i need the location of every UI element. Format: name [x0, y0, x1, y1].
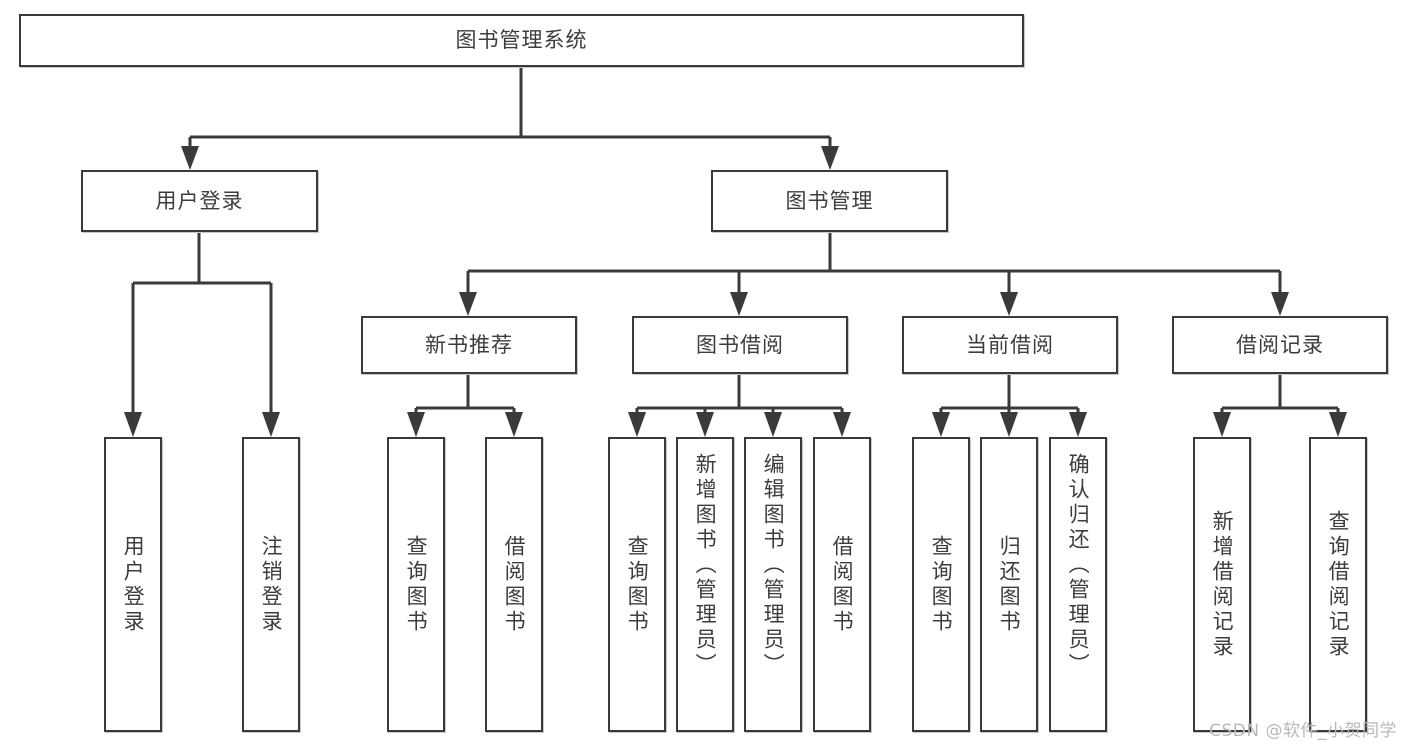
- node-user-login[interactable]: 用户登录: [81, 170, 318, 232]
- leaf-add-borrow-record[interactable]: 新增借阅记录: [1193, 437, 1251, 732]
- arrowhead-current-borrow: [1000, 292, 1018, 316]
- arrowhead-bb-leaf-2: [696, 412, 714, 437]
- node-label: 查询图书: [404, 534, 429, 635]
- leaf-logout[interactable]: 注销登录: [242, 437, 300, 732]
- arrowhead-leaf-logout: [262, 412, 280, 437]
- arrowhead-new-book: [459, 292, 477, 316]
- arrowhead-nb-leaf-2: [505, 412, 523, 437]
- leaf-confirm-return-admin[interactable]: 确认归还（管理员）: [1049, 437, 1107, 732]
- leaf-query-book-borrow[interactable]: 查询图书: [608, 437, 666, 732]
- arrowhead-bb-leaf-1: [628, 412, 646, 437]
- node-label: 确认归还（管理员）: [1066, 453, 1091, 678]
- node-label: 图书管理系统: [455, 28, 588, 53]
- node-book-borrow[interactable]: 图书借阅: [632, 316, 848, 374]
- node-label: 用户登录: [155, 188, 244, 213]
- node-label: 借阅记录: [1236, 332, 1324, 357]
- leaf-user-login[interactable]: 用户登录: [104, 437, 162, 732]
- node-label: 新书推荐: [425, 332, 513, 357]
- leaf-borrow-book[interactable]: 借阅图书: [813, 437, 871, 732]
- leaf-borrow-book-newbook[interactable]: 借阅图书: [485, 437, 543, 732]
- arrowhead-leaf-user-login: [124, 412, 142, 437]
- node-label: 用户登录: [121, 534, 146, 635]
- arrowhead-cb-leaf-3: [1069, 412, 1087, 437]
- arrowhead-user-login: [181, 146, 199, 170]
- leaf-add-book-admin[interactable]: 新增图书（管理员）: [676, 437, 734, 732]
- watermark-text: CSDN @软件_小贺同学: [1209, 721, 1397, 741]
- node-label: 图书管理: [785, 188, 874, 213]
- node-label: 新增图书（管理员）: [693, 453, 718, 678]
- node-borrow-record[interactable]: 借阅记录: [1172, 316, 1388, 374]
- leaf-query-borrow-record[interactable]: 查询借阅记录: [1309, 437, 1367, 732]
- arrowhead-bb-leaf-3: [764, 412, 782, 437]
- arrowhead-cb-leaf-2: [1000, 412, 1018, 437]
- arrowhead-cb-leaf-1: [932, 412, 950, 437]
- leaf-query-book-current[interactable]: 查询图书: [912, 437, 970, 732]
- node-current-borrow[interactable]: 当前借阅: [902, 316, 1118, 374]
- leaf-query-book-newbook[interactable]: 查询图书: [387, 437, 445, 732]
- leaf-edit-book-admin[interactable]: 编辑图书（管理员）: [744, 437, 802, 732]
- arrowhead-br-leaf-1: [1213, 412, 1231, 437]
- node-label: 借阅图书: [502, 534, 527, 635]
- node-label: 当前借阅: [966, 332, 1054, 357]
- arrowhead-bb-leaf-4: [833, 412, 851, 437]
- node-label: 查询图书: [929, 534, 954, 635]
- node-label: 查询借阅记录: [1326, 509, 1351, 660]
- node-label: 归还图书: [997, 534, 1022, 635]
- node-label: 借阅图书: [830, 534, 855, 635]
- arrowhead-nb-leaf-1: [407, 412, 425, 437]
- node-label: 图书借阅: [696, 332, 784, 357]
- node-book-management[interactable]: 图书管理: [711, 170, 948, 232]
- leaf-return-book[interactable]: 归还图书: [980, 437, 1038, 732]
- node-root-system[interactable]: 图书管理系统: [19, 14, 1024, 67]
- node-label: 查询图书: [625, 534, 650, 635]
- arrowhead-br-leaf-2: [1329, 412, 1347, 437]
- node-label: 新增借阅记录: [1210, 509, 1235, 660]
- arrowhead-book-manage: [821, 146, 839, 170]
- node-label: 编辑图书（管理员）: [761, 453, 786, 678]
- arrowhead-book-borrow: [730, 292, 748, 316]
- node-new-book-recommend[interactable]: 新书推荐: [361, 316, 577, 374]
- arrowhead-borrow-record: [1271, 292, 1289, 316]
- node-label: 注销登录: [259, 534, 284, 635]
